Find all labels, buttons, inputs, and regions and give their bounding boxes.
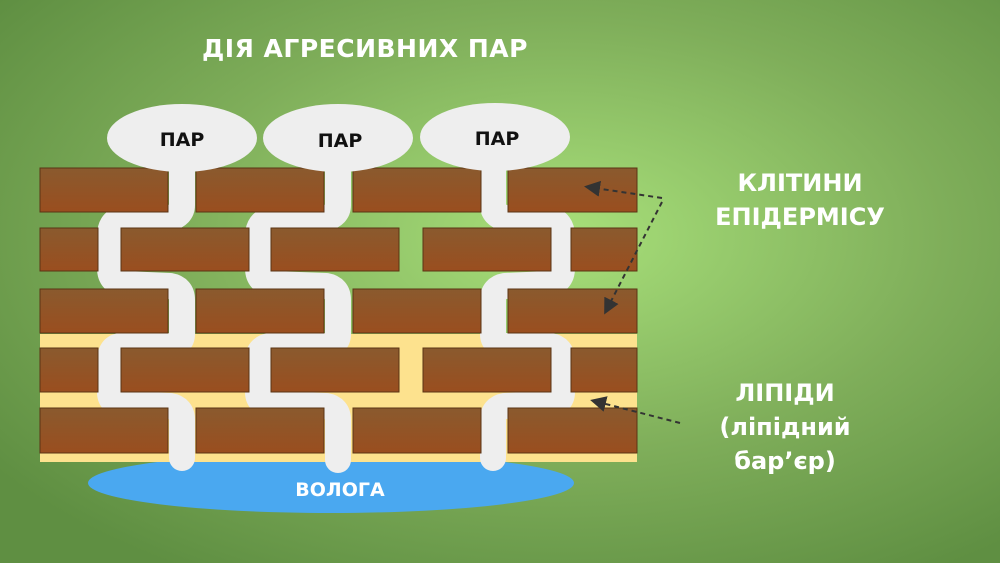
lipids-label-line-2: (ліпідний [719,413,851,441]
cells-arrow-top [584,180,663,199]
diagram-title: ДІЯ АГРЕСИВНИХ ПАР [202,34,528,63]
cell [422,227,552,272]
vapor-channel-3 [480,137,575,471]
cell [270,227,400,272]
cell [570,227,638,272]
cell [39,167,169,213]
moisture-label: ВОЛОГА [295,479,385,501]
cell [422,347,552,393]
cell [270,347,400,393]
cell [352,407,482,454]
vapor-cloud-2 [263,104,413,172]
lipids-arrow [590,396,681,424]
vapor-clouds [107,103,570,172]
vapor-cloud-3 [420,103,570,171]
cell [507,167,638,213]
vapor-label-1: ПАР [160,129,205,151]
cell [195,288,325,334]
epidermis-cells-label: КЛІТИНИ ЕПІДЕРМІСУ [690,166,910,234]
cell [39,407,169,454]
epidermis-cells [39,167,638,454]
lipids-label-line-3: бар’єр) [734,447,836,475]
vapor-label-3: ПАР [475,128,520,150]
cell [39,288,169,334]
cell [39,227,99,272]
cell [507,288,638,334]
cell [120,347,250,393]
epidermis-cells-label-line-2: ЕПІДЕРМІСУ [715,203,885,231]
cell [352,288,482,334]
cell [120,227,250,272]
cell [570,347,638,393]
cell [195,167,325,213]
vapor-cloud-1 [107,104,257,172]
cells-arrow-down [604,201,663,315]
cell [352,167,482,213]
lipids-label-line-1: ЛІПІДИ [735,379,835,407]
moisture-pool [88,453,574,513]
vapor-label-2: ПАР [318,130,363,152]
vapor-channels [97,137,575,473]
cell [507,407,638,454]
cell [195,407,325,454]
lipids-label: ЛІПІДИ (ліпідний бар’єр) [690,376,880,478]
vapor-channel-1 [97,137,195,471]
cell [39,347,99,393]
epidermis-cells-label-line-1: КЛІТИНИ [737,169,863,197]
vapor-channel-2 [245,142,351,473]
